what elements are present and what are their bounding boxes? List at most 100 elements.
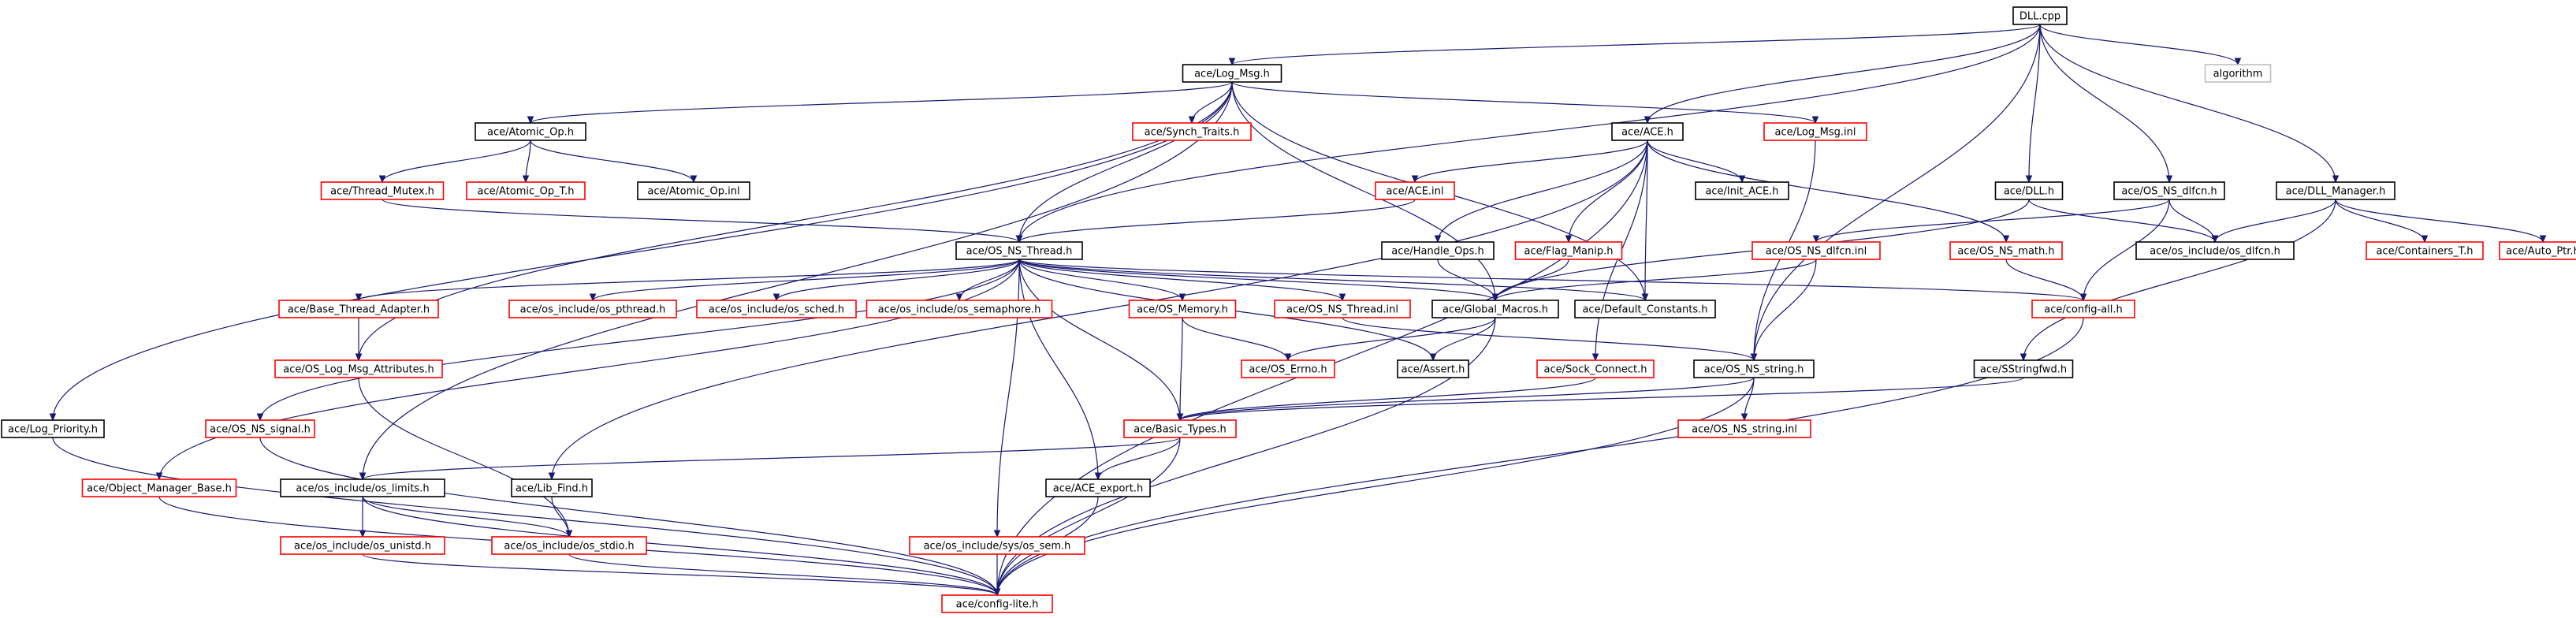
node-os-include-os-pthread-h[interactable]: ace/os_include/os_pthread.h	[508, 300, 677, 318]
include-edge-dll_cpp-to-os_ns_dlfcn_h	[2039, 24, 2169, 182]
node-ace-export-h[interactable]: ace/ACE_export.h	[1045, 478, 1151, 497]
node-dll-h[interactable]: ace/DLL.h	[1994, 181, 2064, 200]
node-label: ace/OS_Log_Msg_Attributes.h	[283, 364, 434, 376]
node-box	[320, 181, 445, 200]
node-default-constants-h[interactable]: ace/Default_Constants.h	[1574, 300, 1716, 318]
include-edge-os_ns_thread_h-to-os_ns_signal_h	[260, 259, 1020, 420]
node-label: ace/SStringfwd.h	[1980, 364, 2067, 376]
include-edge-dll_cpp-to-ace_h	[1647, 24, 2041, 123]
node-os-include-os-dlfcn-h[interactable]: ace/os_include/os_dlfcn.h	[2135, 241, 2295, 260]
node-dll-manager-h[interactable]: ace/DLL_Manager.h	[2276, 181, 2395, 200]
node-label: ace/Basic_Types.h	[1134, 424, 1226, 436]
node-os-ns-thread-inl[interactable]: ace/OS_NS_Thread.inl	[1274, 300, 1411, 318]
node-synch-traits-h[interactable]: ace/Synch_Traits.h	[1132, 122, 1252, 141]
node-thread-mutex-h[interactable]: ace/Thread_Mutex.h	[320, 181, 445, 200]
node-os-ns-string-h[interactable]: ace/OS_NS_string.h	[1693, 359, 1815, 378]
node-label: ace/OS_NS_string.inl	[1692, 424, 1797, 436]
include-edge-basic_types_h-to-os_include_os_limits_h	[363, 437, 1181, 479]
node-basic-types-h[interactable]: ace/Basic_Types.h	[1123, 419, 1237, 438]
node-os-errno-h[interactable]: ace/OS_Errno.h	[1241, 359, 1335, 378]
include-edge-os_ns_thread_h-to-os_include_os_semaphore_h	[959, 259, 1020, 300]
node-os-ns-thread-h[interactable]: ace/OS_NS_Thread.h	[955, 241, 1083, 260]
node-box	[696, 300, 857, 318]
node-box	[955, 241, 1083, 260]
node-os-ns-dlfcn-h[interactable]: ace/OS_NS_dlfcn.h	[2113, 181, 2225, 200]
node-log-msg-h[interactable]: ace/Log_Msg.h	[1182, 64, 1282, 83]
include-edge-os_ns_math_h-to-config_all_h	[2005, 259, 2083, 300]
node-base-thread-adapter-h[interactable]: ace/Base_Thread_Adapter.h	[278, 300, 439, 318]
node-config-all-h[interactable]: ace/config-all.h	[2031, 300, 2135, 318]
node-sstringfwd-h[interactable]: ace/SStringfwd.h	[1973, 359, 2074, 378]
node-box	[81, 478, 237, 497]
node-lib-find-h[interactable]: ace/Lib_Find.h	[511, 478, 593, 497]
node-init-ace-h[interactable]: ace/Init_ACE.h	[1695, 181, 1789, 200]
node-os-include-os-unistd-h[interactable]: ace/os_include/os_unistd.h	[280, 536, 445, 555]
node-handle-ops-h[interactable]: ace/Handle_Ops.h	[1381, 241, 1495, 260]
include-edge-os_include_os_stdio_h-to-config_lite_h	[568, 553, 997, 595]
node-log-msg-inl[interactable]: ace/Log_Msg.inl	[1763, 122, 1867, 141]
node-atomic-op-inl[interactable]: ace/Atomic_Op.inl	[637, 181, 750, 200]
node-sock-connect-h[interactable]: ace/Sock_Connect.h	[1536, 359, 1655, 378]
node-os-include-os-limits-h[interactable]: ace/os_include/os_limits.h	[280, 478, 445, 497]
node-os-include-sys-os-sem-h[interactable]: ace/os_include/sys/os_sem.h	[909, 536, 1085, 555]
node-os-log-msg-attributes-h[interactable]: ace/OS_Log_Msg_Attributes.h	[274, 359, 443, 378]
include-edge-lib_find_h-to-os_include_os_stdio_h	[551, 496, 569, 537]
include-edge-ace_h-to-os_ns_math_h	[1647, 140, 2006, 242]
node-os-ns-string-inl[interactable]: ace/OS_NS_string.inl	[1677, 419, 1811, 438]
node-label: ace/DLL_Manager.h	[2286, 186, 2386, 198]
include-edge-os_ns_thread_h-to-basic_types_h	[1018, 259, 1180, 420]
include-edge-atomic_op_h-to-atomic_op_inl	[530, 140, 694, 182]
node-atomic-op-t-h[interactable]: ace/Atomic_Op_T.h	[466, 181, 586, 200]
node-box	[1973, 359, 2074, 378]
include-edge-os_ns_thread_h-to-config_all_h	[1018, 259, 2083, 300]
node-ace-inl[interactable]: ace/ACE.inl	[1375, 181, 1455, 200]
node-label: ace/Atomic_Op.inl	[647, 186, 739, 198]
node-box	[1, 419, 105, 438]
node-containers-t-h[interactable]: ace/Containers_T.h	[2366, 241, 2484, 260]
node-os-memory-h[interactable]: ace/OS_Memory.h	[1128, 300, 1237, 318]
node-os-ns-signal-h[interactable]: ace/OS_NS_signal.h	[205, 419, 315, 438]
node-label: ace/os_include/sys/os_sem.h	[924, 541, 1071, 553]
node-box	[1695, 181, 1789, 200]
node-label: ace/Containers_T.h	[2376, 246, 2473, 258]
node-box	[1693, 359, 1815, 378]
include-edge-os_ns_dlfcn_inl-to-global_macros_h	[1495, 259, 1817, 300]
include-edge-os_ns_thread_h-to-global_macros_h	[1018, 259, 1495, 300]
node-assert-h[interactable]: ace/Assert.h	[1397, 359, 1469, 378]
node-os-ns-math-h[interactable]: ace/OS_NS_math.h	[1949, 241, 2063, 260]
node-box	[280, 536, 445, 555]
include-edge-os_ns_thread_h-to-ace_export_h	[1018, 259, 1098, 479]
node-log-priority-h[interactable]: ace/Log_Priority.h	[1, 419, 105, 438]
node-box	[2276, 181, 2395, 200]
node-box	[1274, 300, 1411, 318]
node-box	[511, 478, 593, 497]
node-os-include-os-semaphore-h[interactable]: ace/os_include/os_semaphore.h	[865, 300, 1053, 318]
node-label: ace/Object_Manager_Base.h	[87, 483, 232, 495]
node-box	[1994, 181, 2064, 200]
node-box	[1751, 241, 1881, 260]
node-label: ace/OS_Errno.h	[1249, 364, 1327, 376]
node-flag-manip-h[interactable]: ace/Flag_Manip.h	[1514, 241, 1623, 260]
node-object-manager-base-h[interactable]: ace/Object_Manager_Base.h	[81, 478, 237, 497]
node-box	[1045, 478, 1151, 497]
node-os-include-os-stdio-h[interactable]: ace/os_include/os_stdio.h	[491, 536, 647, 555]
node-dll-cpp[interactable]: DLL.cpp	[2012, 6, 2068, 25]
node-box	[466, 181, 586, 200]
node-ace-h[interactable]: ace/ACE.h	[1611, 122, 1684, 141]
node-label: ace/Assert.h	[1402, 364, 1465, 376]
node-config-lite-h[interactable]: ace/config-lite.h	[941, 594, 1053, 613]
include-edge-os_ns_string_h-to-config_lite_h	[997, 377, 1755, 595]
node-os-ns-dlfcn-inl[interactable]: ace/OS_NS_dlfcn.inl	[1751, 241, 1881, 260]
node-os-include-os-sched-h[interactable]: ace/os_include/os_sched.h	[696, 300, 857, 318]
node-atomic-op-h[interactable]: ace/Atomic_Op.h	[475, 122, 586, 141]
include-edge-dll_cpp-to-dll_h	[2029, 24, 2041, 182]
node-box	[274, 359, 443, 378]
include-edge-os_ns_thread_h-to-base_thread_adapter_h	[359, 259, 1020, 300]
node-box	[205, 419, 315, 438]
node-label: ace/DLL.h	[2004, 186, 2054, 198]
include-edge-dll_cpp-to-log_msg_h	[1232, 24, 2041, 65]
node-auto-ptr-h[interactable]: ace/Auto_Ptr.h	[2499, 241, 2576, 260]
node-global-macros-h[interactable]: ace/Global_Macros.h	[1431, 300, 1559, 318]
node-box	[1574, 300, 1716, 318]
include-edge-dll_cpp-to-os_ns_string_h	[1754, 24, 2041, 360]
